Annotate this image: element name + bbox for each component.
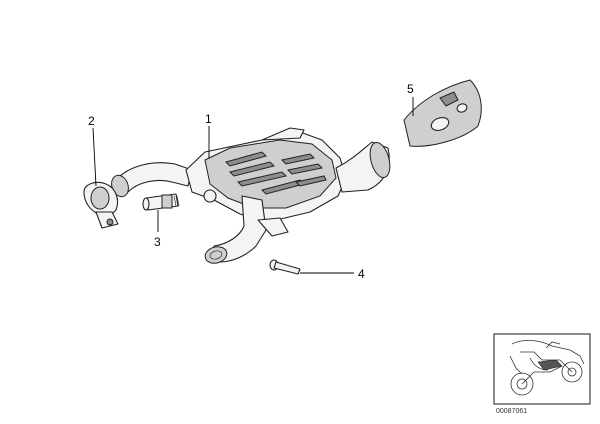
sensor-tip — [142, 197, 150, 211]
heat-shield-cover — [403, 79, 482, 147]
outlet-pipe-lower-inner — [209, 250, 223, 260]
pipe-clamp — [83, 181, 119, 229]
callout-1: 1 — [205, 112, 212, 126]
rear-silencer — [111, 127, 391, 264]
heat-shield-ribs — [225, 151, 327, 195]
cover-hole-small — [456, 103, 468, 113]
callout-3: 3 — [154, 235, 161, 249]
outlet-pipe-lower-opening — [204, 246, 228, 264]
silencer-mount-bracket — [257, 217, 289, 237]
mounting-screw — [269, 259, 301, 275]
screw-shank — [273, 261, 301, 275]
document-number: 00087061 — [496, 408, 527, 415]
oxygen-sensor — [142, 193, 180, 211]
tailpipe-right-end — [369, 141, 391, 179]
sensor-boss — [203, 189, 217, 203]
leader-2 — [92, 127, 97, 187]
callout-4: 4 — [358, 267, 365, 281]
silencer-top-flange — [261, 127, 305, 141]
clamp-bolt-tab — [95, 211, 119, 229]
cover-clip — [439, 91, 459, 107]
motorcycle-sketch — [509, 340, 585, 396]
callout-2: 2 — [88, 114, 95, 128]
callout-5: 5 — [407, 82, 414, 96]
silencer-inlet-pipe-left — [117, 162, 193, 193]
cover-shell — [403, 79, 482, 147]
clamp-ring-inner — [90, 186, 110, 210]
clamp-bolt-head — [106, 218, 114, 226]
thumbnail-highlight — [537, 359, 563, 371]
sensor-thread — [173, 195, 180, 207]
leader-lines — [92, 97, 414, 274]
sensor-hex-nut — [161, 194, 173, 209]
cover-hole-large — [430, 117, 450, 131]
vehicle-thumbnail-inset: 00087061 — [493, 333, 591, 415]
